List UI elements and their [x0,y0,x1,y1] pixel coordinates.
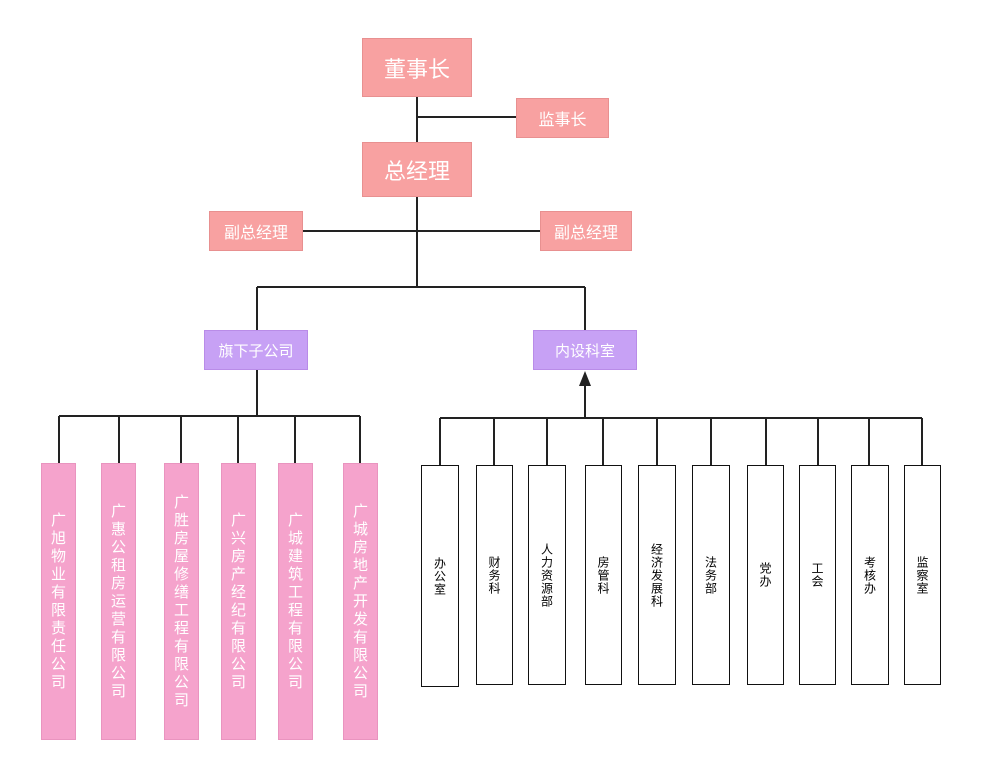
chairman-label: 董事长 [383,57,450,83]
supervisor-box: 监事长 [516,98,609,138]
department-box: 党办 [747,465,784,685]
subsidiaries-label: 旗下子公司 [218,341,294,360]
subsidiary-box: 广兴房产经纪有限公司 [221,463,256,740]
department-label: 法务部 [703,555,718,595]
department-box: 经济发展科 [638,465,676,685]
general-manager-box: 总经理 [362,142,472,197]
subsidiary-box: 广城建筑工程有限公司 [278,463,313,740]
department-box: 考核办 [851,465,889,685]
subsidiary-label: 广兴房产经纪有限公司 [229,511,247,692]
vice-gm-right-box: 副总经理 [540,211,632,251]
department-label: 工会 [810,562,824,588]
department-label: 办公室 [432,556,447,596]
department-box: 房管科 [585,465,622,685]
subsidiary-box: 广惠公租房运营有限公司 [101,463,136,740]
subsidiary-label: 广胜房屋修缮工程有限公司 [172,493,190,710]
department-box: 监察室 [904,465,941,685]
department-box: 办公室 [421,465,459,687]
department-box: 工会 [799,465,836,685]
subsidiary-label: 广旭物业有限责任公司 [49,511,67,692]
department-box: 财务科 [476,465,513,685]
department-label: 财务科 [487,555,501,595]
department-label: 考核办 [862,555,877,595]
chairman-box: 董事长 [362,38,472,97]
vice-gm-right-label: 副总经理 [553,223,618,242]
department-label: 经济发展科 [649,542,664,608]
department-label: 党办 [758,562,772,588]
subsidiary-box: 广城房地产开发有限公司 [343,463,378,740]
internal-departments-box: 内设科室 [533,330,637,370]
internal-departments-label: 内设科室 [554,341,615,360]
department-box: 法务部 [692,465,730,685]
subsidiary-box: 广胜房屋修缮工程有限公司 [164,463,199,740]
department-label: 人力资源部 [539,542,554,608]
subsidiary-label: 广城建筑工程有限公司 [286,511,304,692]
department-box: 人力资源部 [528,465,566,685]
vice-gm-left-label: 副总经理 [223,223,288,242]
subsidiary-label: 广惠公租房运营有限公司 [109,502,127,701]
department-label: 房管科 [596,555,610,595]
subsidiary-box: 广旭物业有限责任公司 [41,463,76,740]
general-manager-label: 总经理 [383,159,450,185]
vice-gm-left-box: 副总经理 [209,211,303,251]
subsidiary-label: 广城房地产开发有限公司 [351,502,369,701]
supervisor-label: 监事长 [538,110,587,129]
department-label: 监察室 [915,555,929,595]
subsidiaries-box: 旗下子公司 [204,330,308,370]
